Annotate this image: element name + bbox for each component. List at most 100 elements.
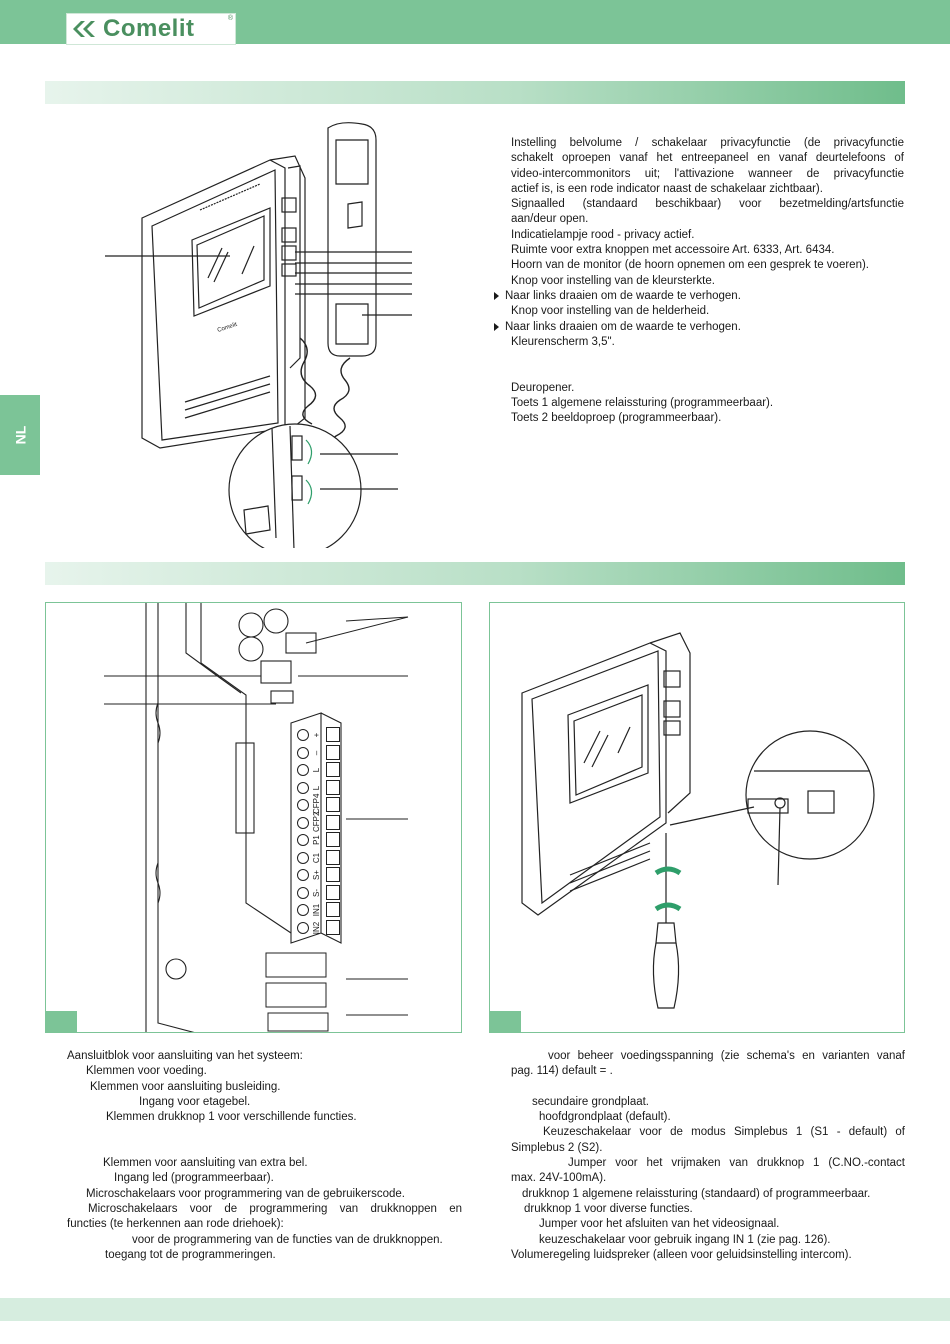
list-item: toegang tot de programmeringen. [67, 1248, 462, 1263]
list-item: Knop voor instelling van de kleursterkte… [494, 274, 904, 289]
language-tab-label: NL [11, 425, 28, 445]
list-item-text: Deuropener. [511, 381, 575, 394]
list-item-text: Keuzeschakelaar voor de modus Simplebus … [543, 1126, 905, 1139]
list-item: Keuzeschakelaar voor de modus Simplebus … [511, 1125, 905, 1140]
list-item-text: aan/deur open. [511, 213, 589, 226]
terminal-screw [297, 904, 309, 916]
list-item-text: Simplebus 2 (S2). [511, 1141, 603, 1154]
list-item-text: Knop voor instelling van de kleursterkte… [511, 274, 715, 287]
figure-tag-right [490, 1011, 521, 1032]
footer-bar [0, 1298, 950, 1321]
list-item-text: functies (te herkennen aan rode driehoek… [67, 1218, 284, 1231]
list-item-text: Klemmen drukknop 1 voor verschillende fu… [106, 1111, 357, 1124]
list-item: Instelling belvolume / schakelaar privac… [494, 136, 904, 151]
list-item [511, 1080, 905, 1095]
list-item-text: Volumeregeling luidspreker (alleen voor … [511, 1248, 852, 1261]
list-item-text: Jumper voor het afsluiten van het videos… [539, 1218, 780, 1231]
list-item: Naar links draaien om de waarde te verho… [494, 320, 904, 335]
list-item-text: Klemmen voor voeding. [86, 1065, 207, 1078]
list-item-text: keuzeschakelaar voor gebruik ingang IN 1… [539, 1233, 831, 1246]
terminal-slot [326, 744, 340, 760]
list-item: Ingang led (programmeerbaar). [67, 1171, 462, 1186]
terminal-slot [326, 797, 340, 812]
jumper-description-list: voor beheer voedingsspanning (zie schema… [511, 1049, 905, 1263]
terminal-slot [326, 832, 340, 847]
list-item-text: Klemmen voor aansluiting busleiding. [90, 1080, 281, 1093]
brand-registered: ® [227, 15, 233, 22]
list-item-text: pag. 114) default = . [511, 1065, 613, 1078]
list-item: Toets 1 algemene relaissturing (programm… [494, 396, 904, 411]
list-item: Signaalled (standaard beschikbaar) voor … [494, 197, 904, 212]
list-item: hoofdgrondplaat (default). [511, 1110, 905, 1125]
list-item-text: Microschakelaars voor programmering van … [86, 1187, 405, 1200]
list-item: Jumper voor het vrijmaken van drukknop 1… [511, 1156, 905, 1171]
list-item-text: voor de programmering van de functies va… [132, 1233, 443, 1246]
list-item-text: schakelt oproepen vanaf het entreepaneel… [511, 152, 904, 165]
bullet-arrow-icon [494, 322, 499, 331]
list-item: Klemmen voor aansluiting busleiding. [67, 1080, 462, 1095]
list-item: Knop voor instelling van de helderheid. [494, 304, 904, 319]
list-item: functies (te herkennen aan rode driehoek… [67, 1217, 462, 1232]
brand-logo: Comelit ® [66, 13, 236, 45]
list-item-text: Signaalled (standaard beschikbaar) voor … [511, 198, 904, 211]
list-item: voor beheer voedingsspanning (zie schema… [511, 1049, 905, 1064]
volume-figure [489, 602, 905, 1033]
volume-adjust-illustration [521, 632, 875, 1009]
list-item [494, 350, 904, 365]
list-item: keuzeschakelaar voor gebruik ingang IN 1… [511, 1233, 905, 1248]
terminal-screw [297, 799, 309, 811]
list-item-text: Jumper voor het vrijmaken van drukknop 1… [568, 1157, 905, 1170]
list-item: Aansluitblok voor aansluiting van het sy… [67, 1049, 462, 1064]
terminal-screw [297, 729, 309, 741]
list-item: Klemmen drukknop 1 voor verschillende fu… [67, 1110, 462, 1125]
list-item: Ruimte voor extra knoppen met accessoire… [494, 243, 904, 258]
list-item-text: max. 24V-100mA). [511, 1172, 607, 1185]
terminal-leaders [104, 616, 409, 1032]
brand-name: Comelit [103, 15, 195, 42]
list-item [67, 1125, 462, 1140]
list-item-text: video-intercommonitors uit; l'attivazion… [511, 167, 904, 180]
list-item-text: Naar links draaien om de waarde te verho… [505, 320, 741, 333]
terminal-screw [297, 781, 309, 794]
terminal-screw [297, 851, 309, 864]
list-item-text: Hoorn van de monitor (de hoorn opnemen o… [511, 259, 869, 272]
list-item: voor de programmering van de functies va… [67, 1233, 462, 1248]
list-item-text: toegang tot de programmeringen. [105, 1248, 276, 1261]
terminal-slot [326, 814, 340, 830]
list-item: Volumeregeling luidspreker (alleen voor … [511, 1248, 905, 1263]
section-band-1 [45, 81, 905, 104]
language-tab: NL [0, 395, 40, 475]
list-item: max. 24V-100mA). [511, 1171, 905, 1186]
list-item: Hoorn van de monitor (de hoorn opnemen o… [494, 258, 904, 273]
feature-list: Instelling belvolume / schakelaar privac… [494, 136, 904, 427]
figure-tag-left [46, 1011, 77, 1032]
list-item-text: Ingang voor etagebel. [139, 1095, 251, 1108]
terminal-screw [297, 886, 309, 899]
terminal-slot [326, 867, 340, 882]
comelit-logo-icon [73, 21, 95, 37]
list-item-text: Kleurenscherm 3,5". [511, 335, 615, 348]
list-item-text: Toets 2 beeldoproep (programmeerbaar). [511, 412, 722, 425]
section-band-2 [45, 562, 905, 585]
list-item: Naar links draaien om de waarde te verho… [494, 289, 904, 304]
list-item-text: Microschakelaars voor de programmering v… [88, 1202, 462, 1215]
list-item: actief is, is een rode indicator naast d… [494, 182, 904, 197]
list-item-text: Ingang led (programmeerbaar). [114, 1172, 274, 1185]
list-item-text: voor beheer voedingsspanning (zie schema… [548, 1050, 905, 1062]
list-item: drukknop 1 algemene relaissturing (stand… [511, 1187, 905, 1202]
list-item: Kleurenscherm 3,5". [494, 335, 904, 350]
list-item: Ingang voor etagebel. [67, 1095, 462, 1110]
terminal-slot [326, 902, 340, 917]
terminal-slot [326, 884, 340, 900]
list-item-text: Klemmen voor aansluiting van extra bel. [103, 1157, 308, 1170]
list-item: Microschakelaars voor programmering van … [67, 1187, 462, 1202]
list-item: Toets 2 beeldoproep (programmeerbaar). [494, 411, 904, 426]
terminal-screw [297, 816, 309, 829]
list-item-text: drukknop 1 algemene relaissturing (stand… [522, 1187, 871, 1200]
list-item: aan/deur open. [494, 212, 904, 227]
list-item: pag. 114) default = . [511, 1064, 905, 1079]
list-item-text: Instelling belvolume / schakelaar privac… [511, 137, 904, 149]
list-item: drukknop 1 voor diverse functies. [511, 1202, 905, 1217]
terminal-screw [297, 869, 309, 881]
